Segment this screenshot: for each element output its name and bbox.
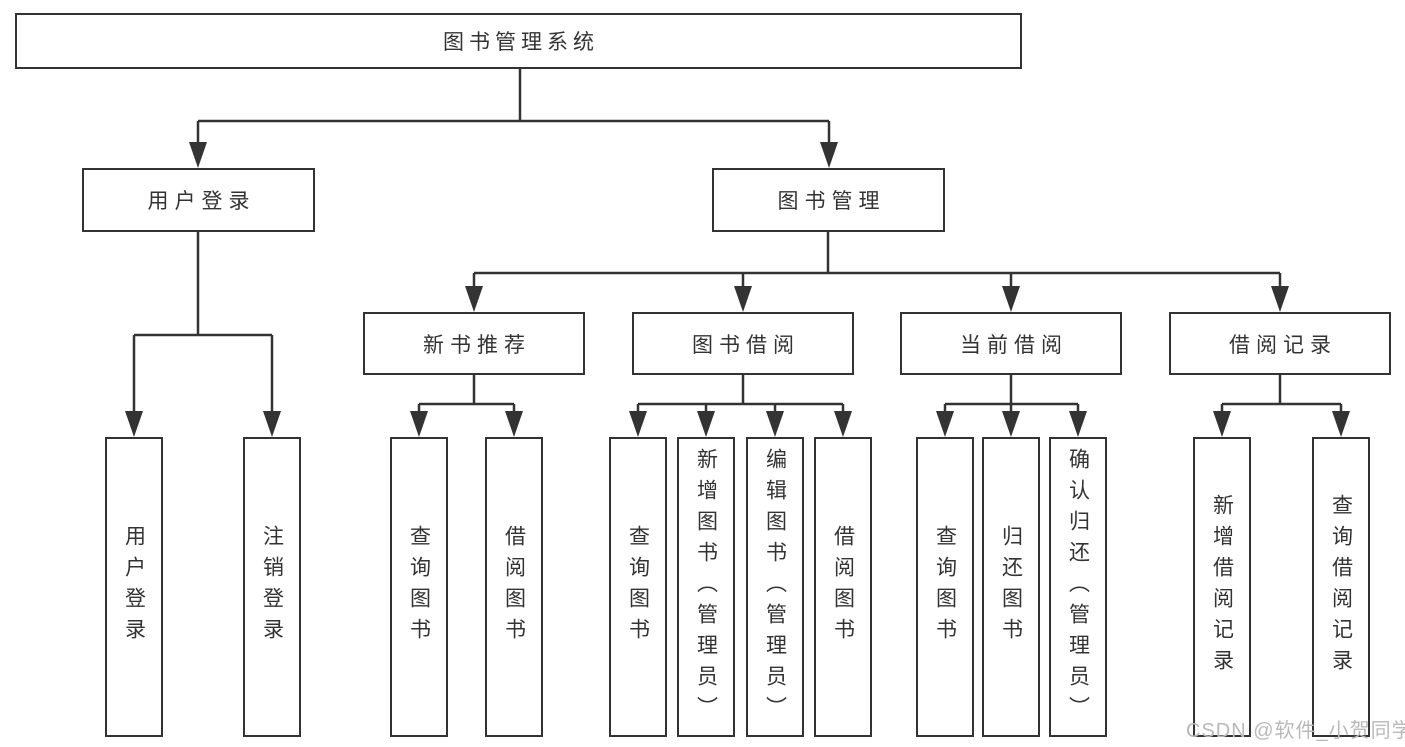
node-new-book-recommendation: 新书推荐 [363, 312, 585, 375]
node-user-login: 用户登录 [105, 437, 163, 737]
node-edit-book-admin: 编辑图书（管理员） [746, 437, 804, 737]
node-query-books-recommend: 查询图书 [390, 437, 448, 737]
node-borrowing-records: 借阅记录 [1169, 312, 1391, 375]
node-return-book: 归还图书 [982, 437, 1040, 737]
csdn-watermark: CSDN @软件_小贺同学 [1186, 720, 1405, 742]
node-query-books-current: 查询图书 [916, 437, 974, 737]
node-user-login-branch: 用户登录 [82, 168, 315, 232]
arrowheads [125, 142, 1350, 437]
node-confirm-return-admin: 确认归还（管理员） [1049, 437, 1107, 737]
node-query-books-borrow: 查询图书 [609, 437, 667, 737]
node-borrow-books-recommend: 借阅图书 [485, 437, 543, 737]
node-current-borrowing: 当前借阅 [900, 312, 1122, 375]
node-logout: 注销登录 [243, 437, 301, 737]
node-add-book-admin: 新增图书（管理员） [677, 437, 735, 737]
node-borrow-books: 借阅图书 [814, 437, 872, 737]
node-library-management-system: 图书管理系统 [15, 13, 1022, 69]
node-book-borrowing: 图书借阅 [632, 312, 854, 375]
node-query-borrow-record: 查询借阅记录 [1312, 437, 1370, 737]
node-add-borrow-record: 新增借阅记录 [1193, 437, 1251, 737]
node-book-management-branch: 图书管理 [712, 168, 945, 232]
